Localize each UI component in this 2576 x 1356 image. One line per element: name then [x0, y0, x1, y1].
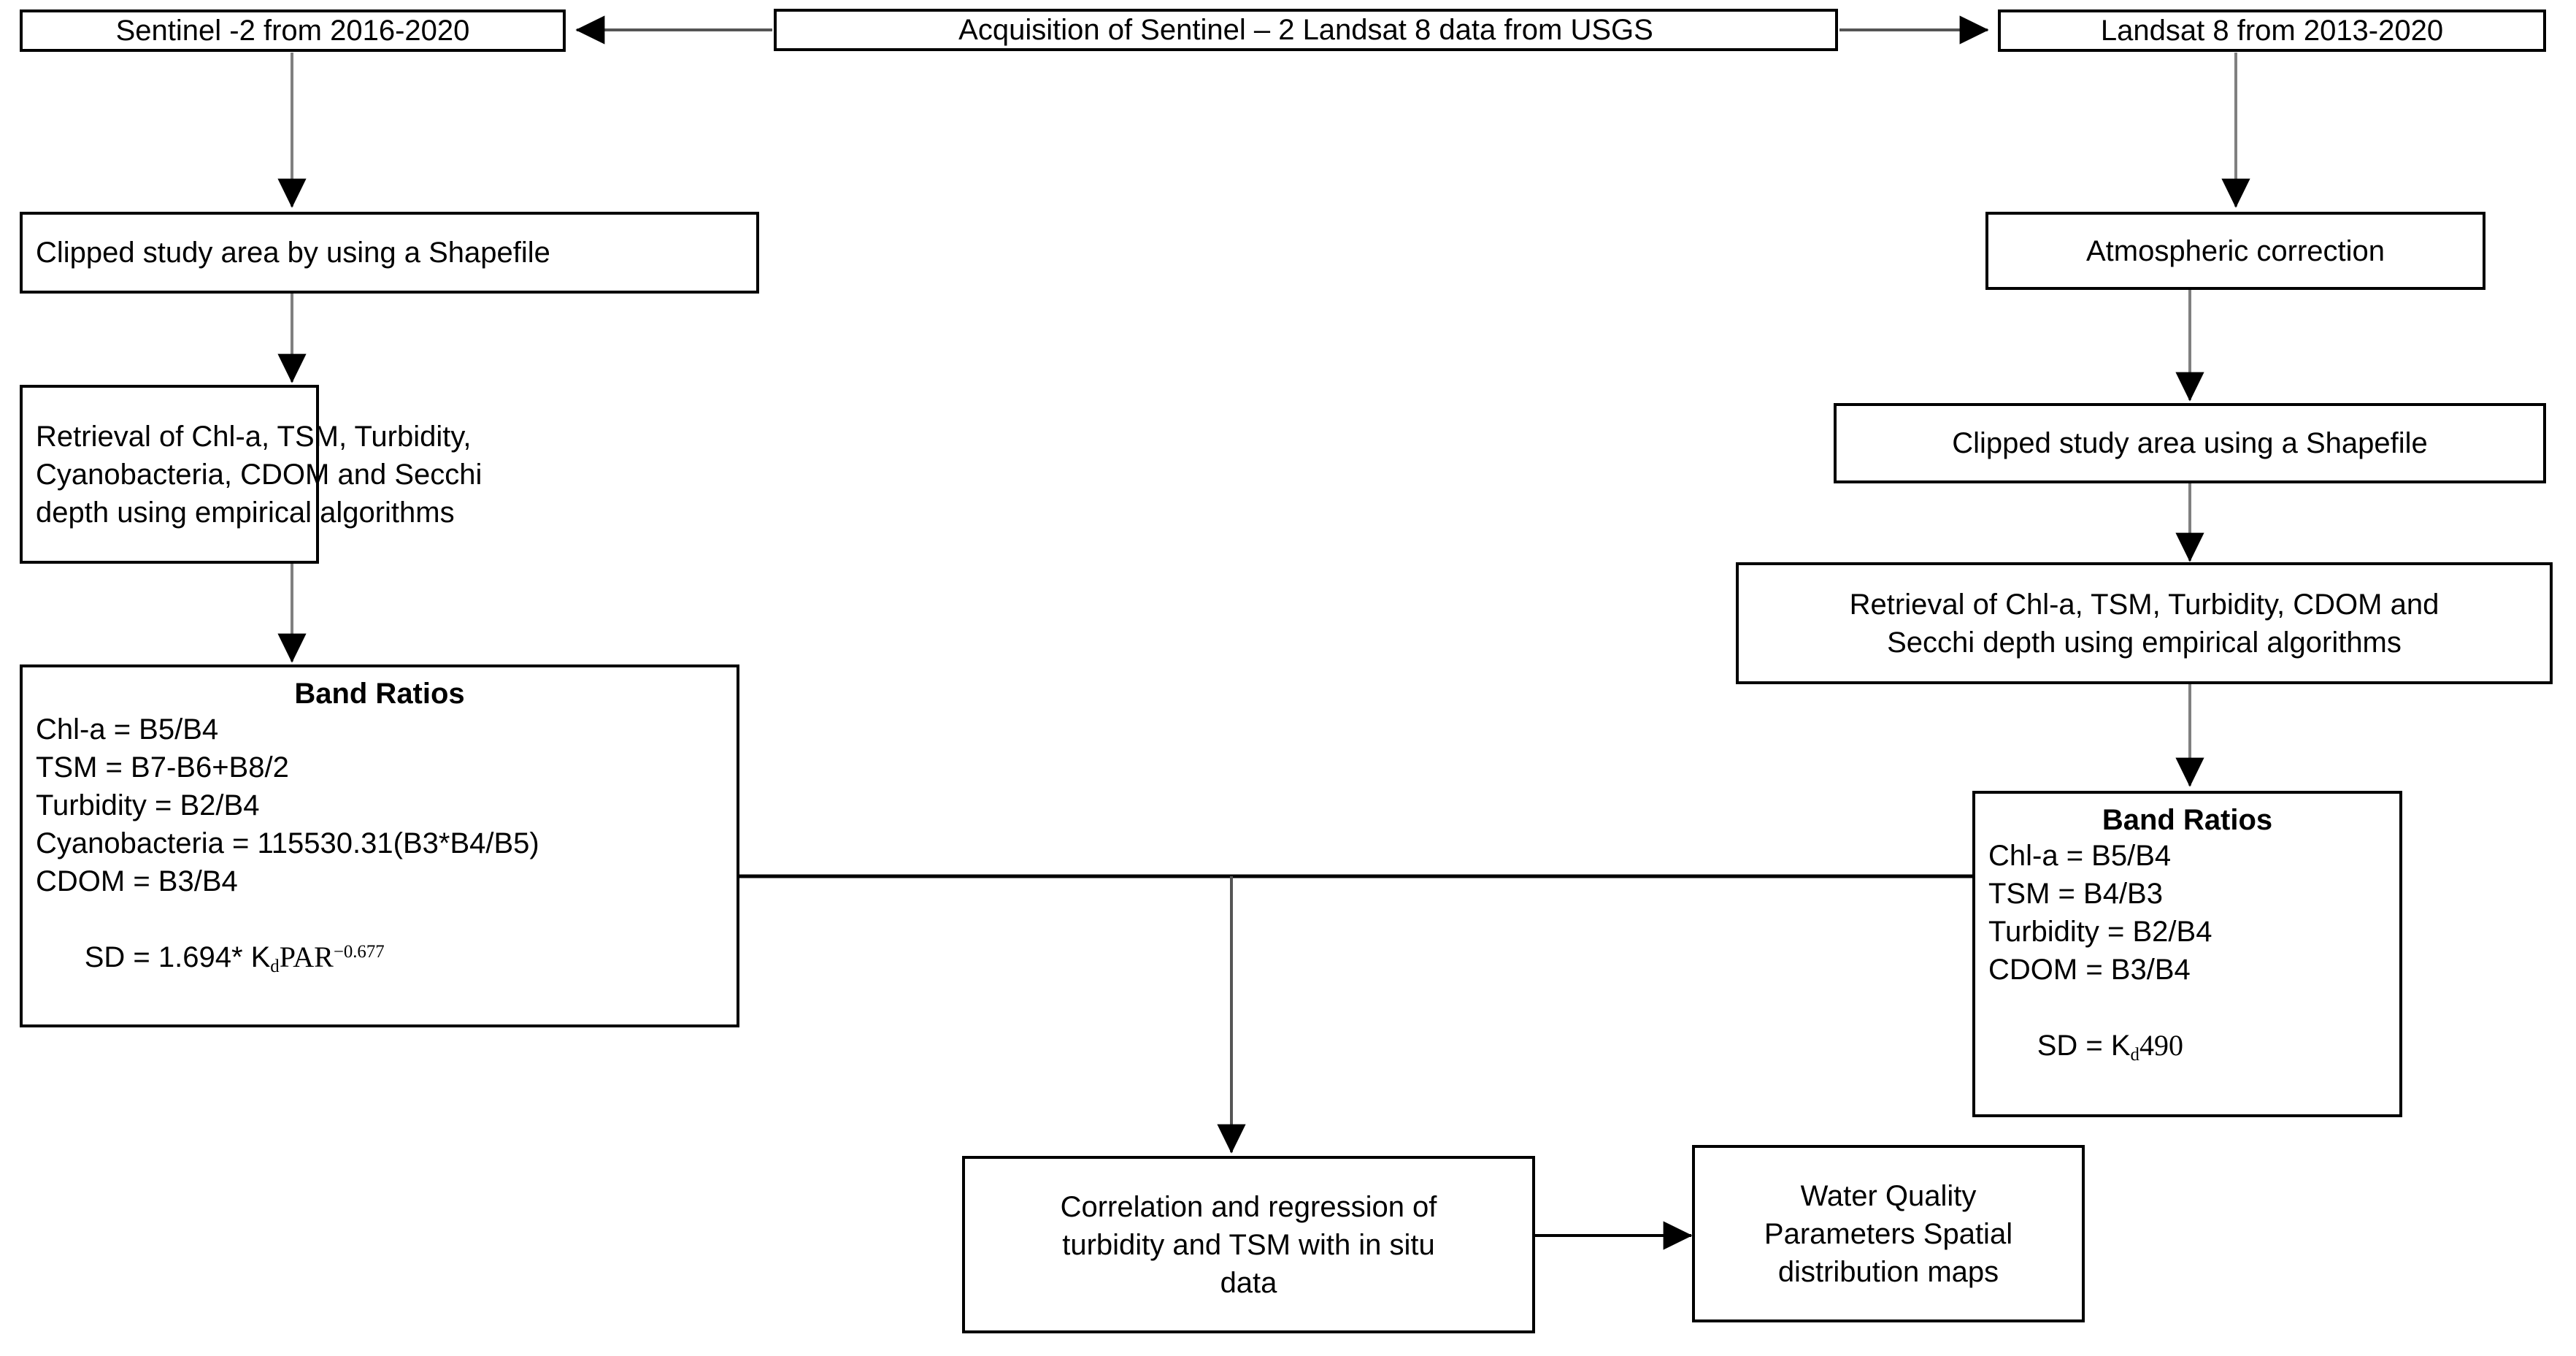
- node-landsat-atmospheric-correction[interactable]: Atmospheric correction: [1985, 212, 2485, 290]
- node-landsat8-source-label: Landsat 8 from 2013-2020: [2100, 15, 2444, 47]
- node-sentinel-retrieval[interactable]: Retrieval of Chl-a, TSM, Turbidity, Cyan…: [20, 385, 482, 564]
- node-correlation[interactable]: Correlation and regression of turbidity …: [962, 1156, 1535, 1333]
- sd-mid-sentinel: PAR: [279, 941, 334, 973]
- node-landsat8-source[interactable]: Landsat 8 from 2013-2020: [1998, 9, 2546, 52]
- node-landsat-band-ratios-title: Band Ratios: [2102, 804, 2273, 836]
- sd-mid-landsat: 490: [2139, 1029, 2183, 1062]
- node-sentinel-band-ratios-title: Band Ratios: [294, 678, 465, 710]
- node-landsat-clip-label: Clipped study area using a Shapefile: [1952, 427, 2428, 459]
- node-sentinel2-source-label: Sentinel -2 from 2016-2020: [115, 15, 470, 47]
- node-landsat-band-ratios-formula-3: Turbidity = B2/B4: [1988, 916, 2212, 948]
- node-landsat-retrieval[interactable]: Retrieval of Chl-a, TSM, Turbidity, CDOM…: [1736, 562, 2553, 684]
- node-output-maps-line-3: distribution maps: [1777, 1255, 1999, 1288]
- node-sentinel-band-ratios-formula-5: CDOM = B3/B4: [36, 865, 238, 897]
- node-sentinel-band-ratios-formula-2: TSM = B7-B6+B8/2: [36, 751, 289, 784]
- node-sentinel-band-ratios-formula-1: Chl-a = B5/B4: [36, 713, 219, 746]
- sd-prefix-landsat: SD = K: [2037, 1030, 2131, 1062]
- node-landsat-band-ratios-formula-1: Chl-a = B5/B4: [1988, 840, 2172, 872]
- node-landsat-band-ratios-formula-sd: SD = Kd490: [1988, 989, 2183, 1105]
- node-landsat-retrieval-line-2: Secchi depth using empirical algorithms: [1887, 626, 2402, 659]
- node-sentinel-band-ratios-formula-4: Cyanobacteria = 115530.31(B3*B4/B5): [36, 827, 539, 859]
- node-correlation-line-3: data: [1220, 1266, 1277, 1299]
- node-sentinel-clip[interactable]: Clipped study area by using a Shapefile: [20, 212, 759, 294]
- sd-sub-landsat: d: [2130, 1044, 2139, 1065]
- node-landsat-clip[interactable]: Clipped study area using a Shapefile: [1834, 403, 2546, 483]
- node-output-maps-line-1: Water Quality: [1800, 1179, 1977, 1212]
- node-sentinel-clip-label: Clipped study area by using a Shapefile: [36, 237, 550, 269]
- sd-sub-sentinel: d: [270, 956, 280, 976]
- node-output-maps[interactable]: Water Quality Parameters Spatial distrib…: [1692, 1145, 2085, 1322]
- node-sentinel-retrieval-line-2: Cyanobacteria, CDOM and Secchi: [36, 458, 482, 491]
- node-landsat-band-ratios[interactable]: Band Ratios Chl-a = B5/B4 TSM = B4/B3 Tu…: [1972, 791, 2402, 1117]
- sd-sup-sentinel: −0.677: [333, 942, 385, 962]
- node-acquisition-label: Acquisition of Sentinel – 2 Landsat 8 da…: [958, 14, 1653, 46]
- node-landsat-band-ratios-formula-4: CDOM = B3/B4: [1988, 954, 2191, 986]
- node-sentinel-band-ratios-formula-3: Turbidity = B2/B4: [36, 789, 260, 821]
- node-output-maps-line-2: Parameters Spatial: [1764, 1217, 2013, 1250]
- node-landsat-retrieval-line-1: Retrieval of Chl-a, TSM, Turbidity, CDOM…: [1849, 588, 2439, 621]
- node-landsat-atmospheric-correction-label: Atmospheric correction: [2085, 234, 2385, 267]
- node-landsat-band-ratios-formula-2: TSM = B4/B3: [1988, 878, 2163, 910]
- node-acquisition[interactable]: Acquisition of Sentinel – 2 Landsat 8 da…: [774, 9, 1838, 51]
- sd-prefix-sentinel: SD = 1.694* K: [84, 941, 271, 973]
- node-correlation-line-1: Correlation and regression of: [1060, 1190, 1437, 1223]
- node-sentinel-band-ratios-formula-sd: SD = 1.694* KdPAR−0.677: [36, 900, 385, 1016]
- node-sentinel-retrieval-line-3: depth using empirical algorithms: [36, 496, 455, 529]
- node-sentinel-band-ratios[interactable]: Band Ratios Chl-a = B5/B4 TSM = B7-B6+B8…: [20, 664, 739, 1027]
- node-sentinel-retrieval-line-1: Retrieval of Chl-a, TSM, Turbidity,: [36, 420, 472, 453]
- node-sentinel2-source[interactable]: Sentinel -2 from 2016-2020: [20, 9, 566, 52]
- node-correlation-line-2: turbidity and TSM with in situ: [1062, 1228, 1435, 1261]
